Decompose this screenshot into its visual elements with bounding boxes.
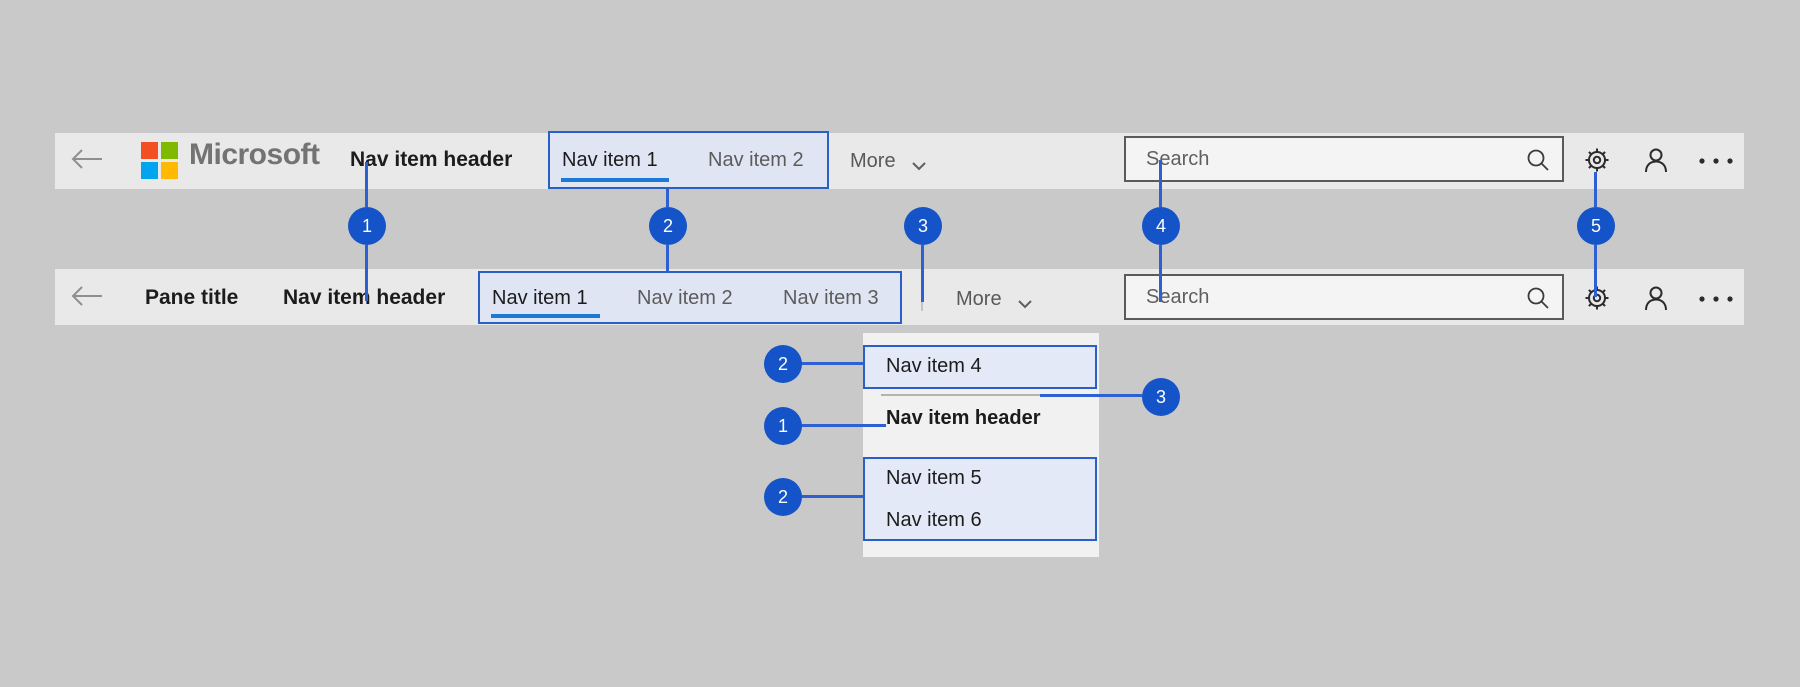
top-search-input[interactable]: [1126, 138, 1562, 180]
logo-square-red: [141, 142, 158, 159]
menu-nav-item-5[interactable]: Nav item 5: [886, 467, 982, 489]
top-nav-item-1[interactable]: Nav item 1: [562, 149, 658, 171]
pane-overflow-button[interactable]: [1698, 291, 1734, 306]
top-search-box: [1124, 136, 1564, 182]
pane-nav-item-3[interactable]: Nav item 3: [783, 287, 879, 309]
chevron-down-icon[interactable]: [911, 158, 927, 176]
pane-search-input[interactable]: [1126, 276, 1562, 318]
menu-callout-badge-1: 1: [764, 407, 802, 445]
menu-nav-item-header: Nav item header: [886, 407, 1041, 429]
logo-square-green: [161, 142, 178, 159]
gear-icon: [1582, 286, 1612, 316]
menu-callout-3-connector: [1040, 394, 1142, 397]
pane-back-button[interactable]: [70, 285, 104, 310]
arrow-left-icon: [70, 149, 104, 173]
top-nav-item-1-selected-underline: [561, 178, 669, 182]
callout-badge-2: 2: [649, 207, 687, 245]
menu-callout-badge-3: 3: [1142, 378, 1180, 416]
logo-square-blue: [141, 162, 158, 179]
menu-callout-2-lower-connector: [801, 495, 863, 498]
annotation-box-nav-item-4: [863, 345, 1097, 389]
callout-badge-5: 5: [1577, 207, 1615, 245]
pane-title: Pane title: [145, 286, 239, 309]
menu-callout-2-upper-connector: [801, 362, 863, 365]
callout-5-connector-up: [1594, 172, 1597, 207]
top-more-button[interactable]: More: [850, 150, 896, 172]
callout-2-connector-up: [666, 189, 669, 207]
top-overflow-button[interactable]: [1698, 153, 1734, 168]
pane-more-button[interactable]: More: [956, 288, 1002, 310]
pane-nav-item-2[interactable]: Nav item 2: [637, 287, 733, 309]
magnifier-icon[interactable]: [1526, 148, 1550, 177]
ellipsis-icon: [1698, 291, 1734, 306]
menu-separator: [881, 394, 1040, 396]
callout-3-connector-down: [921, 245, 924, 302]
top-account-button[interactable]: [1642, 146, 1670, 177]
menu-nav-item-6[interactable]: Nav item 6: [886, 509, 982, 531]
callout-4-connector-up: [1159, 160, 1162, 207]
gear-icon: [1582, 148, 1612, 178]
microsoft-logo-icon[interactable]: [141, 142, 178, 179]
pane-nav-item-1-selected-underline: [491, 314, 600, 318]
callout-1-connector-up: [365, 162, 368, 207]
menu-callout-badge-2-upper: 2: [764, 345, 802, 383]
logo-square-yellow: [161, 162, 178, 179]
menu-nav-item-4[interactable]: Nav item 4: [886, 355, 982, 377]
callout-2-connector-down: [666, 245, 669, 272]
magnifier-icon[interactable]: [1526, 286, 1550, 315]
pane-account-button[interactable]: [1642, 284, 1670, 315]
top-nav-item-2[interactable]: Nav item 2: [708, 149, 804, 171]
callout-badge-3: 3: [904, 207, 942, 245]
arrow-left-icon: [70, 286, 104, 310]
person-icon: [1642, 148, 1670, 177]
callout-1-connector-down: [365, 245, 368, 301]
callout-badge-1: 1: [348, 207, 386, 245]
chevron-down-icon[interactable]: [1017, 296, 1033, 314]
callout-5-connector-down: [1594, 245, 1597, 297]
pane-settings-button[interactable]: [1582, 283, 1612, 316]
pane-search-box: [1124, 274, 1564, 320]
top-settings-button[interactable]: [1582, 145, 1612, 178]
top-nav-item-header[interactable]: Nav item header: [350, 148, 513, 171]
callout-badge-4: 4: [1142, 207, 1180, 245]
menu-callout-1-connector: [801, 424, 886, 427]
annotation-box-nav-items-5-6: [863, 457, 1097, 541]
person-icon: [1642, 286, 1670, 315]
pane-nav-item-1[interactable]: Nav item 1: [492, 287, 588, 309]
pane-nav-item-header[interactable]: Nav item header: [283, 286, 446, 309]
ellipsis-icon: [1698, 153, 1734, 168]
microsoft-logo-text[interactable]: Microsoft: [189, 138, 320, 171]
callout-4-connector-down: [1159, 245, 1162, 302]
menu-callout-badge-2-lower: 2: [764, 478, 802, 516]
back-button[interactable]: [70, 148, 104, 173]
